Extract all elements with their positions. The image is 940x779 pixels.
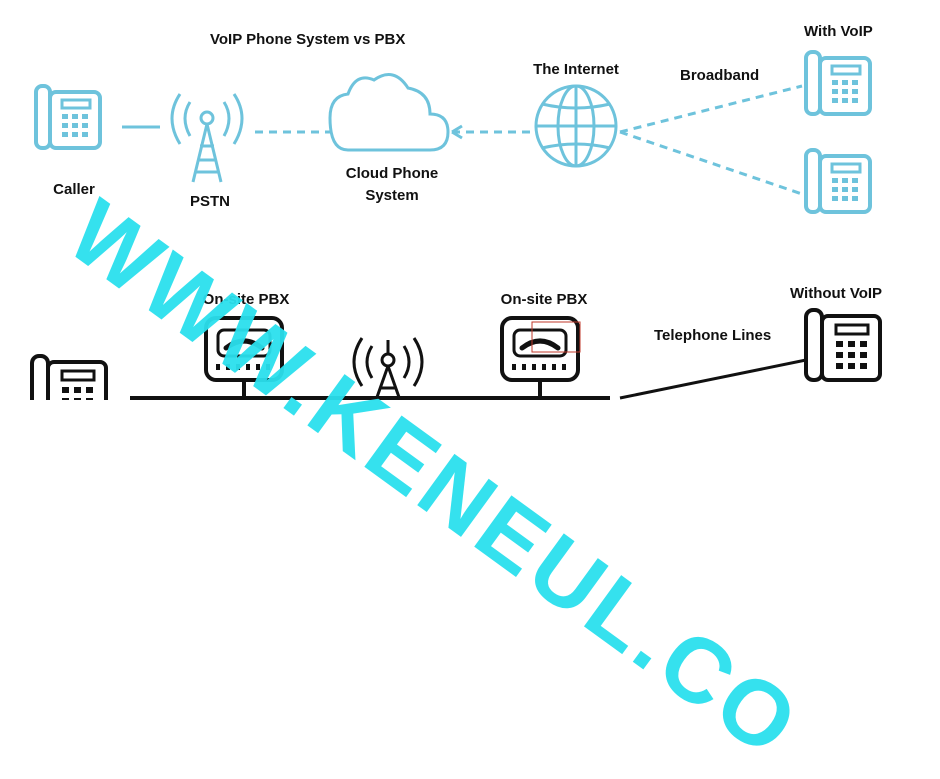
diagram-title: VoIP Phone System vs PBX	[210, 31, 406, 48]
cloud-label-line2: System	[365, 187, 419, 204]
broadband-label: Broadband	[680, 67, 760, 84]
arrow-head-left	[451, 124, 463, 140]
voip-phone-lower-icon	[804, 148, 872, 214]
without-voip-phone-icon	[804, 308, 882, 382]
left-phone-dark-icon	[30, 354, 108, 400]
without-voip-label: Without VoIP	[790, 285, 883, 302]
pstn-label: PSTN	[189, 193, 231, 210]
cloud-icon	[328, 73, 450, 152]
telephone-line	[619, 358, 807, 400]
onsite-pbx-right-label: On-site PBX	[500, 291, 588, 308]
red-highlight-box	[531, 321, 581, 353]
with-voip-label: With VoIP	[804, 23, 873, 40]
pbx-right-icon	[502, 318, 578, 380]
voip-phone-upper-icon	[804, 50, 872, 116]
caller-phone-icon	[34, 84, 102, 150]
pstn-tower-icon	[170, 93, 244, 183]
telephone-lines-label: Telephone Lines	[654, 327, 772, 344]
broadband-line-upper	[619, 84, 803, 134]
globe-icon	[534, 84, 618, 168]
cloud-label: Cloud Phone	[345, 165, 439, 182]
bottom-tower-icon	[352, 337, 424, 400]
diagram-canvas	[30, 50, 882, 400]
internet-label: The Internet	[533, 61, 619, 78]
broadband-line-lower	[619, 130, 803, 196]
caller-label: Caller	[53, 181, 95, 198]
onsite-pbx-left-label: On-site PBX	[202, 291, 290, 308]
